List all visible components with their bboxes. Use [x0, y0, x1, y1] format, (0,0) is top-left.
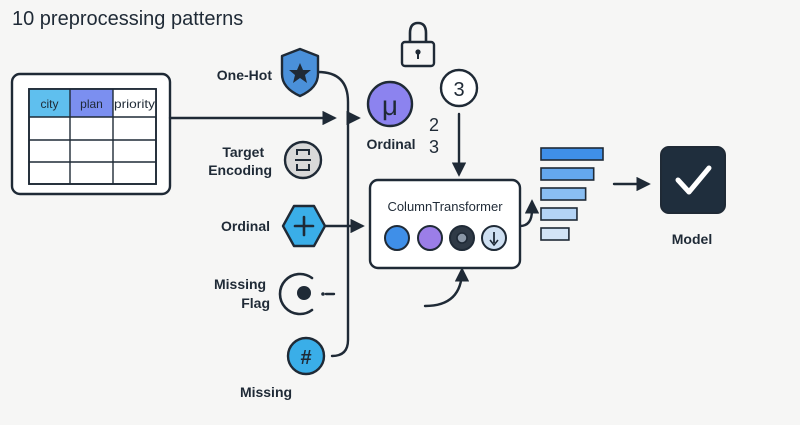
ordinal-digit: 2 [429, 115, 439, 135]
step-badge: 3 [439, 68, 479, 108]
ordinal-digit: 3 [429, 137, 439, 157]
plus-hexagon-icon [281, 204, 327, 248]
feature-bar [540, 187, 587, 201]
column-transformer: ColumnTransformer [368, 178, 522, 270]
ordinal-node: μ Ordinal 2 3 [366, 80, 439, 157]
lock-icon [400, 21, 436, 68]
connectors [168, 70, 651, 358]
transformer-slot-blue [384, 225, 410, 251]
pattern-label-missing-flag: Missing Flag [214, 276, 270, 311]
star-shield-icon [280, 47, 320, 98]
data-table: city plan priority [10, 72, 172, 196]
feature-bar [540, 207, 578, 221]
table-header-city [29, 89, 70, 117]
pattern-label-ordinal: Ordinal [221, 218, 270, 234]
column-transformer-label: ColumnTransformer [387, 199, 503, 214]
check-icon [675, 165, 712, 195]
table-header-plan [70, 89, 113, 117]
transformer-slot-arrow [481, 225, 507, 251]
missing-flag-icon [278, 272, 325, 316]
page-title: 10 preprocessing patterns [12, 8, 243, 30]
svg-text:#: # [300, 347, 311, 369]
model-node: Model [660, 146, 726, 247]
transformer-slot-ring [449, 225, 475, 251]
target-encoding-icon [283, 140, 323, 180]
table-header-priority [113, 89, 156, 117]
feature-bar [540, 227, 570, 241]
mu-icon [366, 80, 414, 128]
transformer-slot-purple [417, 225, 443, 251]
pattern-label-missing: Missing [240, 384, 292, 400]
feature-bars [540, 147, 604, 241]
hash-icon: # [286, 336, 326, 376]
pattern-labels: One-Hot Target Encoding Ordinal Missing … [208, 67, 292, 400]
svg-text:3: 3 [453, 79, 464, 101]
feature-bar [540, 167, 595, 181]
table-header-label: priority [114, 97, 155, 111]
table-header-label: city [41, 97, 59, 111]
model-tile [660, 146, 726, 214]
pattern-label-one-hot: One-Hot [217, 67, 273, 83]
ordinal-node-label: Ordinal [366, 136, 415, 152]
pattern-label-target-encoding: Target Encoding [208, 144, 272, 178]
table-header-label: plan [80, 97, 103, 111]
model-label: Model [672, 231, 712, 247]
feature-bar [540, 147, 604, 161]
mu-symbol: μ [382, 90, 398, 121]
